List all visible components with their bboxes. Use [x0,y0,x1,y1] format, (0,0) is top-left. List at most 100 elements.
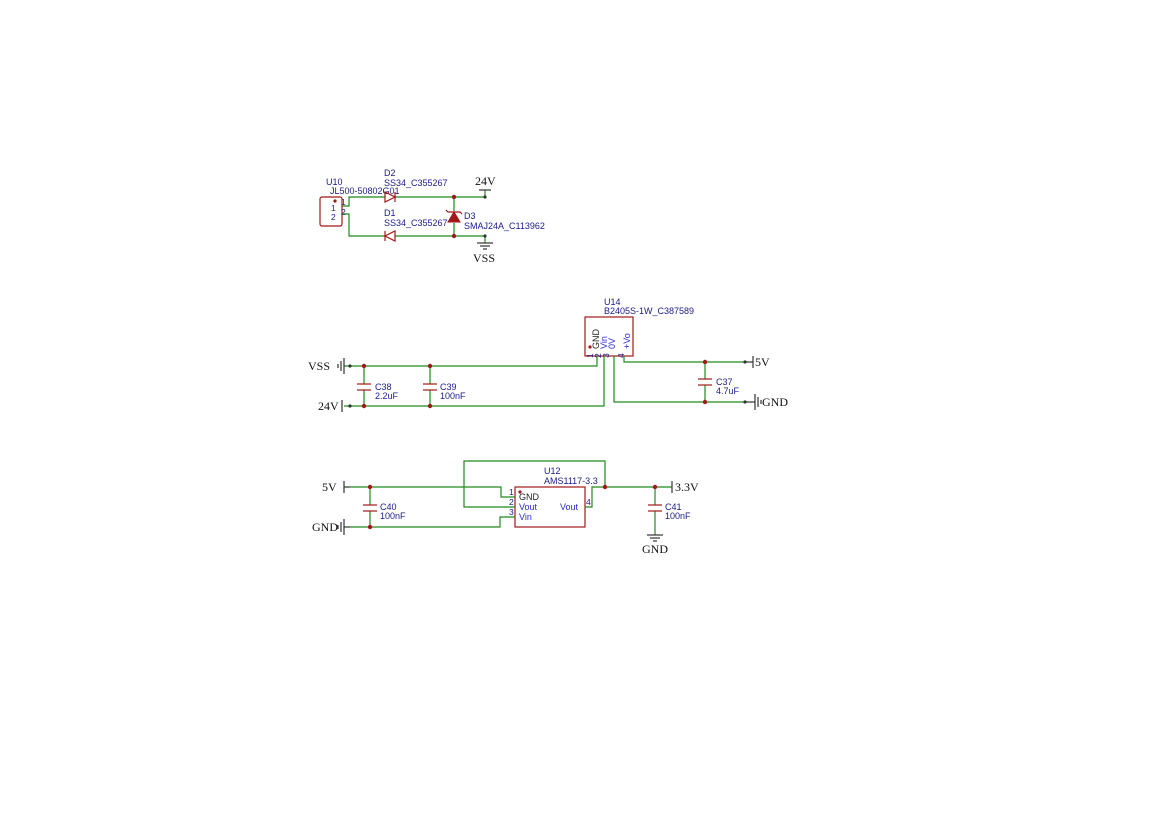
junction-dot [427,403,433,409]
connector-inner-pin2: 2 [331,212,336,222]
ldo-pin-number-2: 2 [509,497,514,507]
connector-inner-pin1: 1 [331,203,336,213]
diode-d2[interactable] [384,191,397,203]
connector-outer-pin1: 1 [341,197,346,207]
ldo-pin-number-1: 1 [509,487,514,497]
ground-symbol-vss-left [337,358,345,374]
ldo-u12-ref: U12 [544,466,561,476]
net-endpoint [348,364,352,368]
capacitor-c37-ref: C37 [716,377,733,387]
net-label-24v: 24V [475,174,496,188]
wire-5v-to-ldo-pin1 [350,486,515,498]
tvs-d3-ref: D3 [464,211,476,221]
ground-symbol-gnd-right [745,394,762,410]
ldo-pin-number-4: 4 [586,497,591,507]
capacitor-c40-ref: C40 [380,502,397,512]
ldo-pin1-marker [518,490,522,494]
wire-d1-to-vss [395,235,486,243]
dcdc-pin-name-0v: 0V [607,338,617,349]
dcdc-pin-number-2: 2 [593,353,603,358]
junction-dot [702,399,708,405]
net-endpoint [483,195,487,199]
dcdc-u14-ref: U14 [604,297,621,307]
connector-u10-body[interactable] [319,196,343,227]
net-label-gnd-left: GND [312,520,338,534]
connector-pin1-marker [333,199,337,203]
ldo-pin-name-vout-left: Vout [519,502,538,512]
diode-d2-ref: D2 [384,168,396,178]
junction-dot [367,484,373,490]
dcdc-pin-name-vin: Vin [599,336,609,349]
ldo-pin-name-gnd: GND [519,492,540,502]
capacitor-c39[interactable] [423,383,437,391]
power-input-section: U10 JL500-50802G01 1 2 1 2 D2 SS34_C3552… [319,168,545,265]
net-endpoint [483,234,487,238]
junction-dot [361,403,367,409]
capacitor-c40-value: 100nF [380,511,406,521]
dcdc-u14-body[interactable] [584,316,634,357]
dcdc-pin1-marker [588,345,592,349]
dcdc-pin-name-gnd: GND [591,329,601,350]
capacitor-c38[interactable] [357,383,371,391]
capacitor-c38-ref: C38 [375,382,392,392]
capacitor-c40[interactable] [363,504,377,512]
capacitor-c39-ref: C39 [440,382,457,392]
wire-vss-to-dcdc-gnd [344,356,598,367]
capacitor-c37-value: 4.7uF [716,386,740,396]
capacitor-c41[interactable] [648,504,662,512]
junction-dot [451,233,457,239]
dcdc-pin-name-vo: +Vo [622,333,632,349]
net-label-gnd-right: GND [762,395,788,409]
capacitor-c41-value: 100nF [665,511,691,521]
wire-connector-to-d1 [342,213,385,237]
net-label-gnd-bottom: GND [642,542,668,556]
net-label-vss: VSS [473,251,495,265]
ground-symbol-gnd-left [337,519,350,535]
capacitor-c41-ref: C41 [665,502,682,512]
ldo-pin-name-vout-right: Vout [560,502,579,512]
connector-u10-ref: U10 [326,177,343,187]
net-endpoint [348,404,352,408]
net-label-3v3: 3.3V [675,480,699,494]
net-label-vss-left: VSS [308,359,330,373]
wire-gnd-to-ldo-pin3 [350,516,515,528]
wire-d2-to-24v [395,190,486,198]
ldo-pin-name-vin: Vin [519,512,532,522]
dcdc-pin-number-1: 1 [585,353,595,358]
ldo-u12-value: AMS1117-3.3 [544,476,598,486]
ldo-pin-number-3: 3 [509,507,514,517]
isolated-converter-section: U14 B2405S-1W_C387589 GND Vin 0V +Vo 1 2… [308,297,788,413]
ground-symbol-gnd-bottom [647,534,663,542]
wire-ldo-vout-loop [463,460,606,508]
junction-dot [367,524,373,530]
junction-dot [451,194,457,200]
junction-dot [361,363,367,369]
connector-outer-pin2: 2 [341,207,346,217]
junction-dot [602,484,608,490]
tvs-diode-d3[interactable] [445,209,463,223]
dcdc-pin-number-4: 4 [616,353,626,358]
net-label-5v-left: 5V [322,480,337,494]
capacitor-c39-value: 100nF [440,391,466,401]
dcdc-u14-value: B2405S-1W_C387589 [604,306,694,316]
diode-d1[interactable] [383,230,396,242]
diode-d1-ref: D1 [384,208,396,218]
capacitor-c38-value: 2.2uF [375,391,399,401]
junction-dot [427,363,433,369]
net-label-5v-right: 5V [755,355,770,369]
wire-ldo-vout-to-3v3 [585,486,672,508]
capacitor-c37[interactable] [698,378,712,386]
ldo-section: U12 AMS1117-3.3 GND Vout Vin Vout 1 2 3 … [312,460,699,556]
tvs-d3-value: SMAJ24A_C113962 [464,221,545,231]
ground-symbol-vss [477,242,493,250]
wire-connector-to-d2 [342,196,385,207]
junction-dot [702,359,708,365]
dcdc-pin-number-3: 3 [601,353,611,358]
diode-d2-value: SS34_C355267 [384,178,448,188]
wire-dcdc-vo-to-5v [623,356,745,363]
junction-dot [652,484,658,490]
wire-dcdc-0v-to-gnd [613,356,745,403]
connector-u10-value: JL500-50802G01 [330,186,400,196]
net-label-24v-left: 24V [318,399,339,413]
